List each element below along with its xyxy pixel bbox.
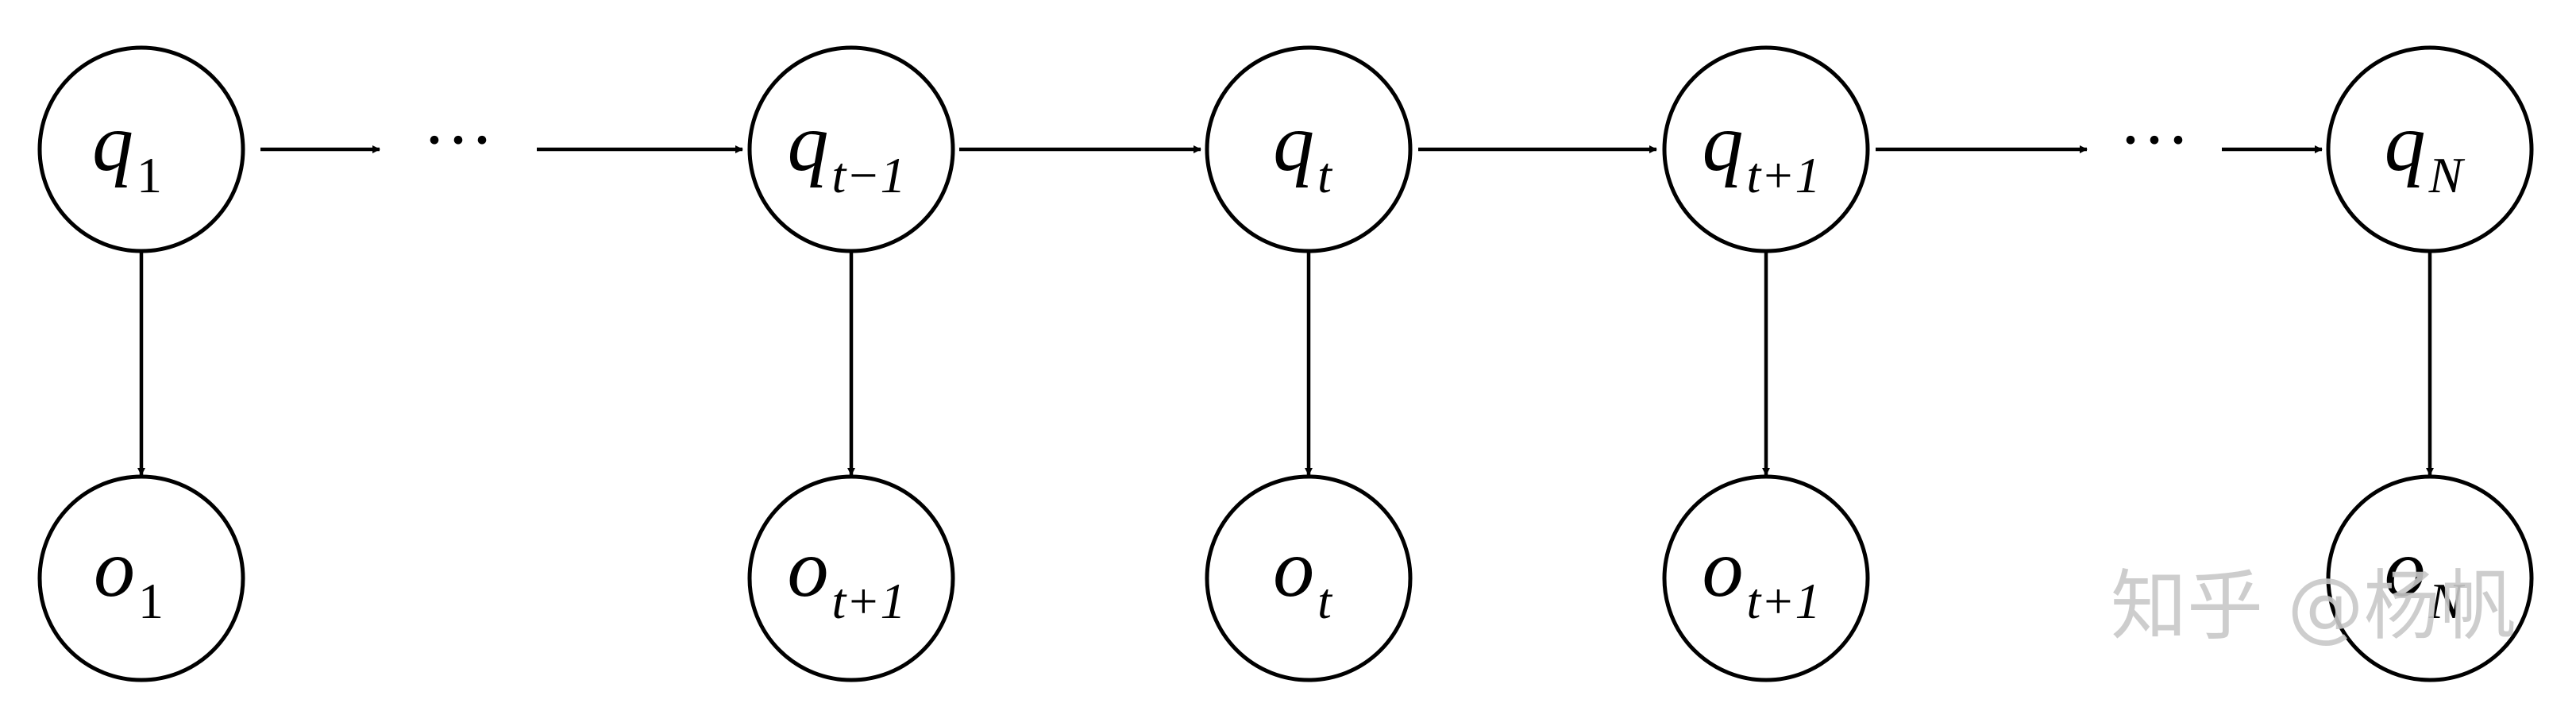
hidden-state-node-qt: qt [1205,45,1413,253]
hidden-state-node-qt-1: qt−1 [747,45,955,253]
hidden-state-label: q1 [92,97,162,203]
observation-node-oN: oN [2326,474,2534,682]
hidden-state-node-qt+1: qt+1 [1662,45,1870,253]
observation-label: oN [2385,523,2466,629]
hidden-state-label: qN [2385,97,2466,203]
observation-label: o1 [94,523,164,629]
emission-edges [137,251,2434,476]
hidden-state-node-q1: q1 [37,45,245,253]
hidden-state-label: qt−1 [788,97,906,203]
observation-label: ot+1 [788,523,906,629]
ellipsis-left: ··· [422,101,494,180]
observation-label: ot+1 [1703,523,1821,629]
observation-node-ot: ot [1205,474,1413,682]
ellipsis-right: ··· [2119,101,2190,180]
observation-node-ot+1-right: ot+1 [1662,474,1870,682]
hidden-state-label: qt [1273,97,1333,203]
hidden-state-label: qt+1 [1703,97,1821,203]
hidden-state-node-qN: qN [2326,45,2534,253]
observation-label: ot [1273,523,1333,629]
observation-node-o1: o1 [37,474,245,682]
watermark-text: 知乎 @杨帆 [2111,562,2516,651]
observation-node-ot+1-left: ot+1 [747,474,955,682]
